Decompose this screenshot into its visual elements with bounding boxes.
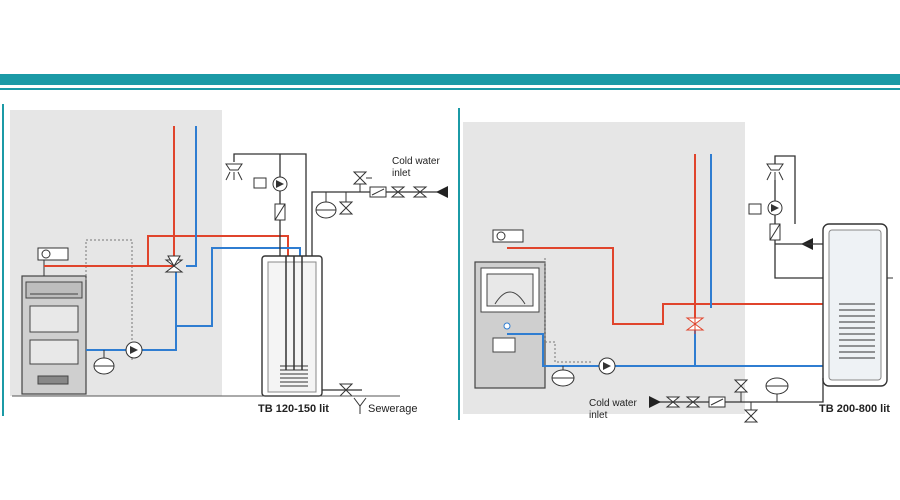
cold-water-label-line2-right: inlet [589, 410, 608, 421]
cold-water-label-line2: inlet [392, 168, 411, 179]
return-pipe [86, 270, 177, 351]
hot-flow-pipe-right [507, 247, 825, 325]
dhw-outlet-pipe [233, 153, 307, 256]
return-pipe-right [507, 333, 825, 367]
check-valve-icon-right [769, 223, 781, 241]
shower-head-icon-right [766, 163, 784, 181]
cold-water-label-line1: Cold water [392, 156, 440, 167]
header-band [0, 74, 900, 85]
circulation-pump-icon-right [598, 357, 616, 375]
safety-valve-icon [352, 171, 372, 192]
boiler-safety-group-icon-right [492, 229, 524, 243]
expansion-vessel-icon [93, 350, 115, 375]
solid-fuel-boiler-right [474, 261, 546, 389]
tank-expansion-vessel-icon-right [765, 377, 789, 402]
coil-return-pipe [176, 247, 301, 327]
sensor-cable [85, 239, 133, 360]
drain-valve-icon-right [743, 402, 759, 423]
heating-diagram-large-tank: Cold water inlet TB 200-800 lit [463, 122, 893, 423]
hot-water-tank [261, 255, 323, 397]
coil-hot-feed-pipe [147, 235, 289, 266]
dhw-pump-icon [253, 176, 288, 192]
filter-icon [369, 186, 387, 198]
inlet-valves-icon-right [649, 396, 701, 408]
expansion-vessel-icon-right [551, 366, 575, 387]
cold-riser-pipe [186, 126, 197, 267]
mixing-valve-icon-right [685, 314, 705, 334]
check-valve-icon [274, 203, 286, 221]
sewerage-funnel-icon [353, 397, 367, 414]
sewerage-label: Sewerage [368, 403, 418, 415]
boiler-safety-group-icon [37, 247, 69, 276]
tank-label: TB 120-150 lit [258, 403, 329, 415]
cold-water-label-line1-right: Cold water [589, 398, 637, 409]
heating-diagram-small-tank: Cold water inlet TB 120-150 lit Sewerage [10, 110, 448, 415]
cold-inlet-pipe [311, 191, 446, 256]
inlet-valves-icon [390, 186, 448, 198]
sensor-cable-right [544, 258, 591, 363]
tank-label-right: TB 200-800 lit [819, 403, 890, 415]
circulation-pump-icon [125, 341, 143, 359]
hot-water-tank-large [822, 223, 893, 387]
tank-expansion-vessel-icon [315, 192, 337, 219]
solid-fuel-boiler [21, 275, 87, 395]
drain-valve-icon [338, 192, 354, 215]
header-rule [0, 88, 900, 90]
right-divider [458, 108, 460, 420]
mixing-valve-icon [164, 255, 184, 273]
recirculation-pipe-right [774, 180, 823, 279]
dhw-pump-icon-right [748, 200, 783, 216]
cold-inlet-pipe-right [651, 378, 824, 403]
shower-head-icon [225, 163, 243, 181]
dhw-outlet-pipe-right [774, 155, 796, 224]
filter-icon-right [708, 396, 726, 408]
safety-valve-icon-right [733, 379, 749, 402]
left-divider [2, 104, 4, 416]
